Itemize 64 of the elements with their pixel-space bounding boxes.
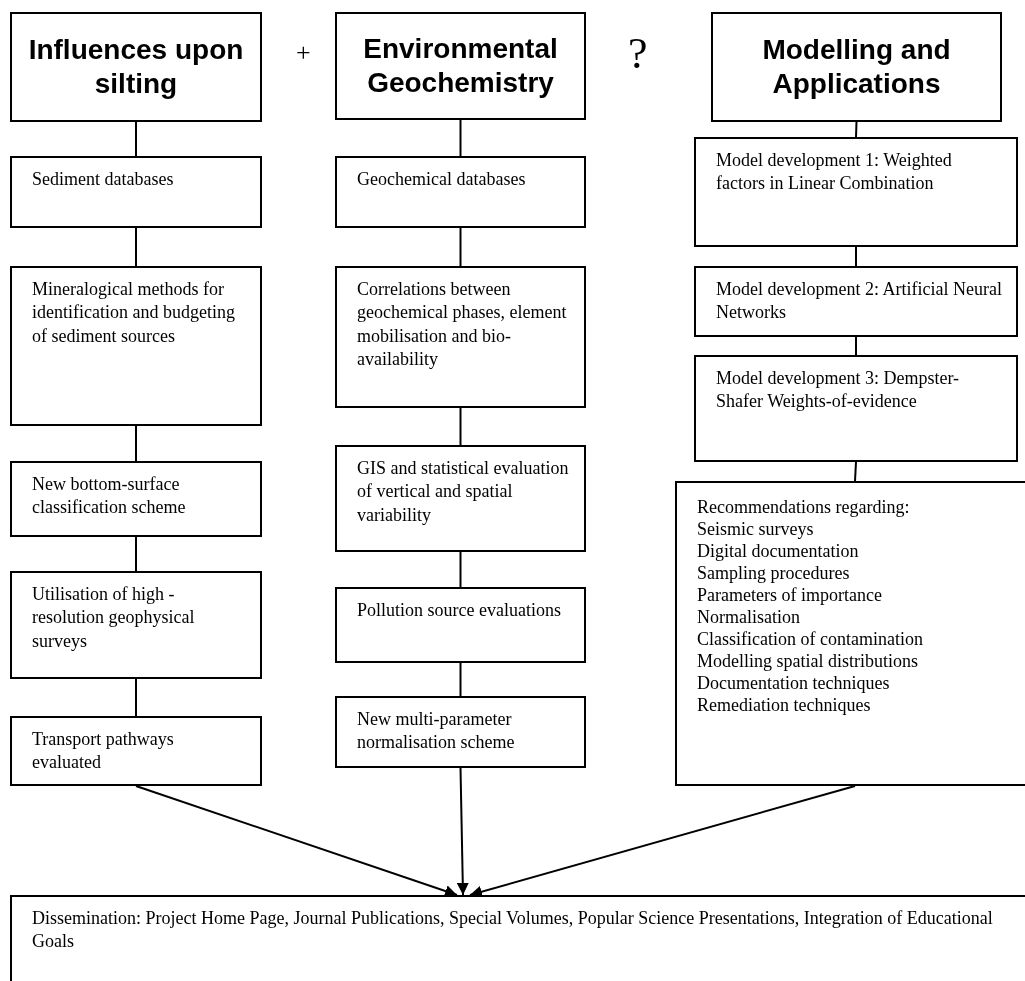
process-box xyxy=(694,266,1018,337)
process-box xyxy=(10,895,1025,981)
connector-line xyxy=(855,121,858,138)
process-box xyxy=(335,587,586,663)
box-text: Remediation techniques xyxy=(697,694,872,717)
box-text: Pollution source evaluations xyxy=(357,600,561,620)
box-text: Correlations between geochemical phases, element mobilisation and bio-availability xyxy=(357,279,567,370)
box-text: Seismic surveys xyxy=(697,518,815,541)
connector-line xyxy=(854,461,857,482)
operator-symbol: + xyxy=(296,38,311,68)
box-text: Transport pathways evaluated xyxy=(32,729,174,773)
connector-line xyxy=(135,227,137,267)
box-text: Recommendations regarding: xyxy=(697,497,911,519)
heading-text: Environmental Geochemistry xyxy=(362,32,559,100)
box-text: New multi-parameter normalisation scheme xyxy=(357,709,515,753)
process-box xyxy=(10,266,262,426)
operator-symbol: ? xyxy=(628,28,648,79)
box-text: Geochemical databases xyxy=(357,169,526,189)
arrow xyxy=(456,767,469,896)
heading-box xyxy=(711,12,1002,122)
box-text: Classification of contamination xyxy=(697,628,924,651)
connector-line xyxy=(459,407,462,446)
box-text: Parameters of importance xyxy=(697,584,883,607)
box-text: Sediment databases xyxy=(32,169,174,189)
process-box xyxy=(335,156,586,228)
connector-line xyxy=(459,662,462,697)
connector-line xyxy=(459,227,462,267)
box-text: Sampling procedures xyxy=(697,562,851,585)
heading-box xyxy=(10,12,262,122)
heading-text: Influences upon silting xyxy=(27,33,245,101)
heading-box xyxy=(335,12,586,120)
connector-line xyxy=(459,551,462,588)
process-box xyxy=(10,461,262,537)
process-box xyxy=(335,445,586,552)
box-text: Model development 2: Artificial Neural Networks xyxy=(716,279,1002,323)
connector-line xyxy=(135,536,137,572)
box-text: GIS and statistical evaluation of vertical and spatial variability xyxy=(357,458,569,525)
process-box xyxy=(694,355,1018,462)
box-text: Modelling spatial distributions xyxy=(697,650,919,673)
process-box xyxy=(10,156,262,228)
box-text: Model development 3: Dempster-Shafer Weights-of-evidence xyxy=(716,368,960,412)
box-text: Documentation techniques xyxy=(697,672,891,695)
box-text: Utilisation of high - resolution geophysical surveys xyxy=(32,584,195,651)
box-text: Mineralogical methods for identification and budgeting of sediment sources xyxy=(32,279,235,346)
connector-line xyxy=(135,425,137,462)
box-text: Dissemination: Project Home Page, Journal Publications, Special Volumes, Popular Science Presentations, Integration of Educational Goals xyxy=(32,908,993,952)
heading-text: Modelling and Applications xyxy=(761,33,952,101)
process-box xyxy=(10,571,262,679)
process-box xyxy=(335,696,586,768)
process-box xyxy=(694,137,1018,247)
connector-line xyxy=(459,119,462,157)
box-text: Normalisation xyxy=(697,606,801,629)
connector-line xyxy=(855,336,857,356)
connector-line xyxy=(135,121,137,157)
arrow xyxy=(469,785,856,898)
process-box xyxy=(10,716,262,786)
connector-line xyxy=(855,246,857,267)
box-text: Model development 1: Weighted factors in Linear Combination xyxy=(716,150,952,194)
process-box xyxy=(335,266,586,408)
box-text: New bottom-surface classification scheme xyxy=(32,474,186,518)
arrow xyxy=(135,785,458,897)
list-box xyxy=(675,481,1025,786)
box-text: Digital documentation xyxy=(697,540,860,563)
connector-line xyxy=(135,678,137,717)
